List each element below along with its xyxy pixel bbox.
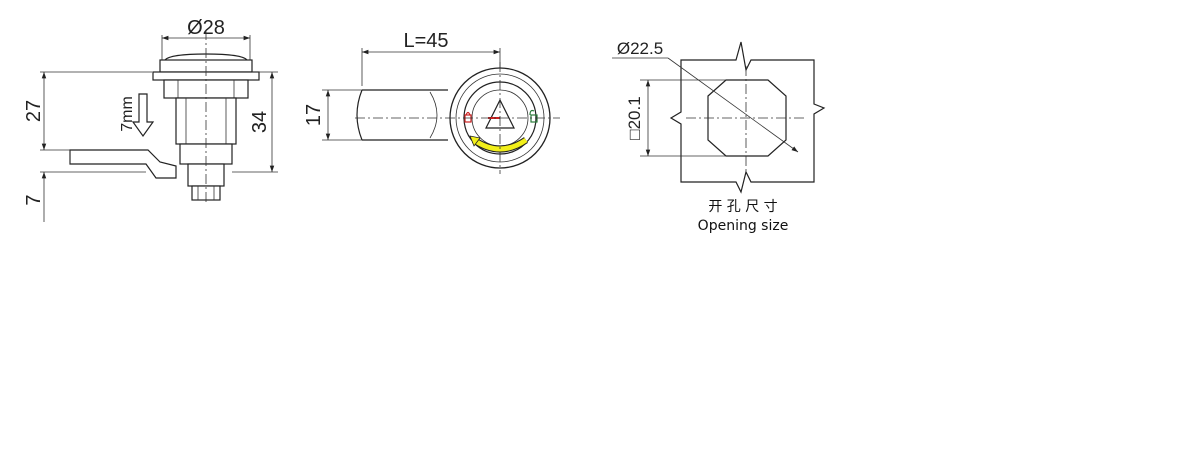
panel-break-outline [669, 41, 826, 194]
height-dimensions-left: 27 7 [23, 71, 152, 222]
cutout-view: Ø22.5 □20.1 开 孔 尺 寸 Opening size [612, 39, 826, 234]
cam-plate [69, 149, 177, 179]
flange-diameter-label: Ø28 [187, 17, 225, 39]
unlock-mark-icon [529, 109, 538, 123]
height-27-label: 27 [23, 100, 45, 122]
opening-size-caption-cn: 开 孔 尺 寸 [708, 199, 777, 215]
down-arrow-icon [131, 93, 155, 138]
cam-width-label: 17 [303, 104, 325, 126]
cam-arm-end [356, 89, 363, 141]
cam-width-dimension: 17 [303, 89, 362, 141]
stroke-7mm-label: 7mm [119, 96, 136, 132]
height-34-label: 34 [249, 111, 271, 133]
opening-outline [707, 79, 787, 157]
height-dimension-right: 34 [232, 71, 278, 173]
height-7-label: 7 [23, 194, 45, 205]
flat-width-dimension: □20.1 [625, 79, 726, 157]
hole-diameter-label: Ø22.5 [617, 39, 663, 58]
front-view: L=45 17 [303, 30, 560, 174]
stroke-note: 7mm [119, 93, 155, 138]
side-view: Ø28 27 7 [23, 17, 278, 222]
opening-size-caption-en: Opening size [698, 218, 789, 234]
hole-diameter-dimension: Ø22.5 [612, 39, 799, 153]
triangle-key-icon [485, 98, 515, 129]
cam-length-label: L=45 [403, 30, 448, 52]
flat-width-label: □20.1 [625, 96, 644, 139]
